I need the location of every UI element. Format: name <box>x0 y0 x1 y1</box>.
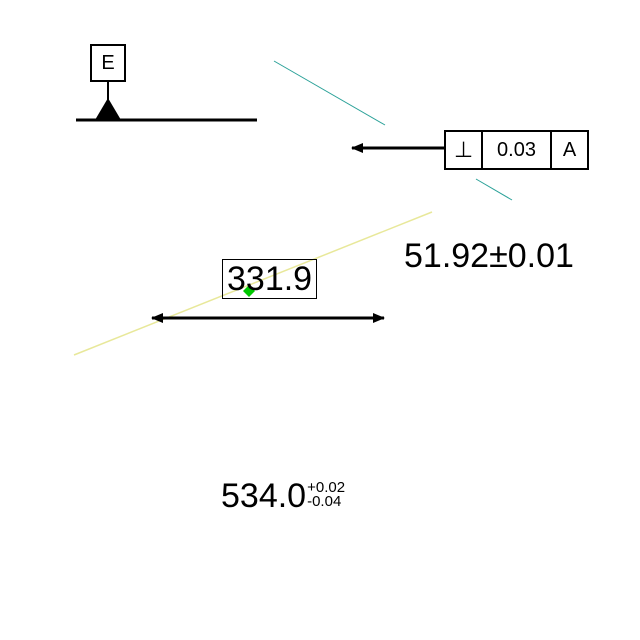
teal-reference-line-upper <box>273 60 386 126</box>
fcf-datum-ref: A <box>562 138 577 161</box>
datum-triangle <box>95 98 121 120</box>
basic-dimension-value: 331.9 <box>227 260 313 298</box>
feature-control-frame: ⊥ 0.03 A <box>444 130 589 170</box>
basic-dimension: 331.9 <box>222 259 318 299</box>
symmetric-tolerance-dimension: 51.92±0.01 <box>404 237 574 275</box>
datum-label-box: E <box>90 44 126 82</box>
perpendicularity-symbol: ⊥ <box>446 132 483 168</box>
green-marker <box>243 285 255 297</box>
upper-tolerance: +0.02 <box>307 479 346 496</box>
stacked-tolerance-dimension: 534.0 +0.02 -0.04 <box>221 476 345 516</box>
stacked-nominal: 534.0 <box>221 477 307 515</box>
yellow-reference-line <box>73 211 433 356</box>
lower-tolerance: -0.04 <box>307 493 342 510</box>
fcf-tolerance: 0.03 <box>483 132 552 168</box>
teal-reference-line-lower <box>475 178 513 201</box>
stacked-tolerances: +0.02 -0.04 <box>307 479 346 510</box>
datum-label: E <box>101 51 115 74</box>
